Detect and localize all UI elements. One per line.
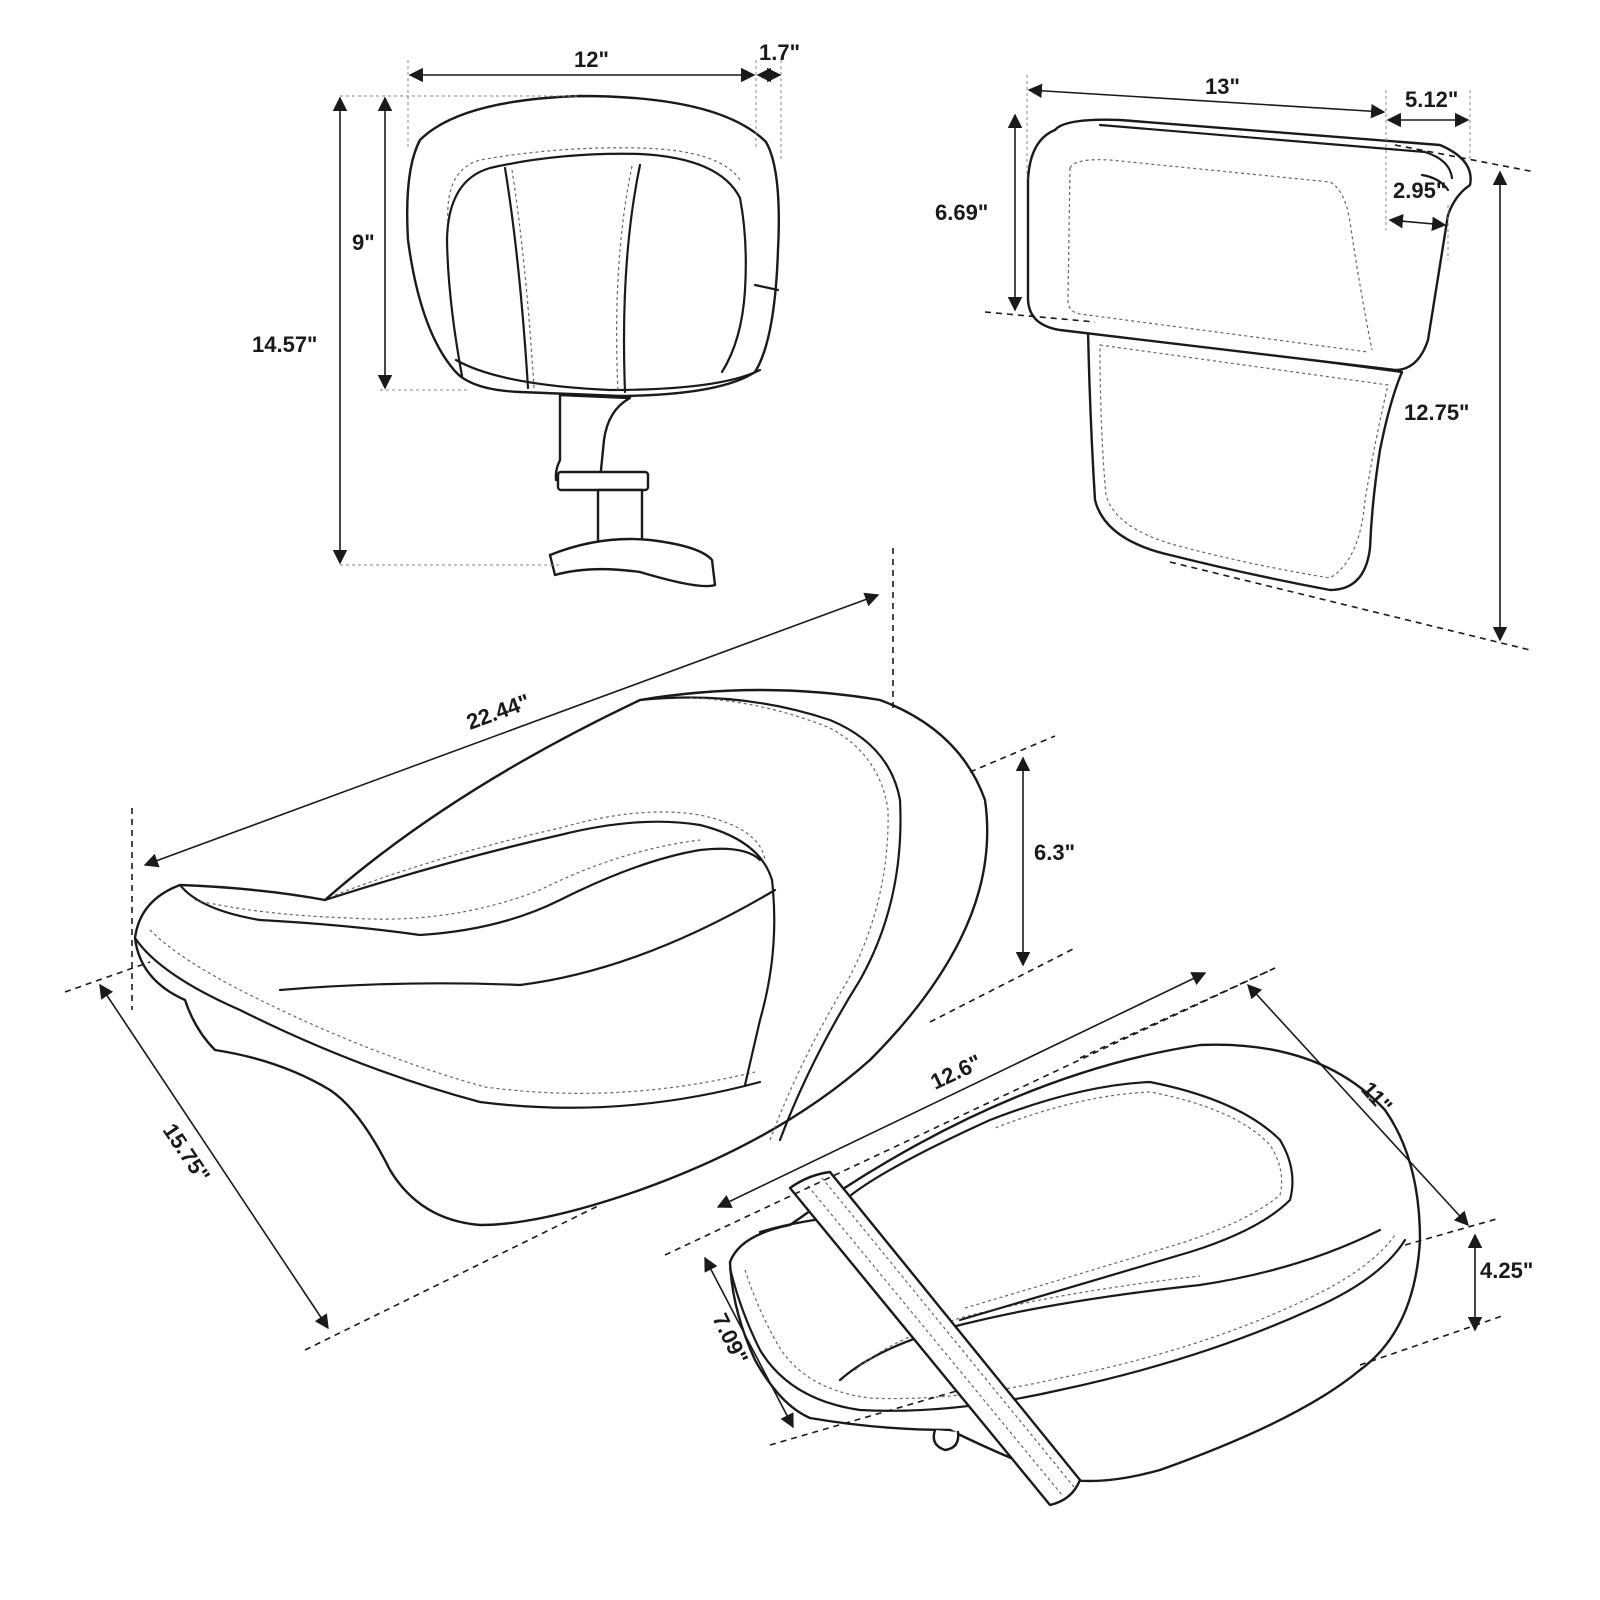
driver-seat-body: [133, 688, 989, 1227]
driver-seat-width-label: 15.75": [158, 1119, 215, 1187]
passenger-backrest-lower: [1086, 328, 1404, 592]
backrest-clamp: [556, 470, 650, 492]
backrest-dimensions: 12" 1.7" 9" 14.57": [252, 40, 800, 566]
backrest-pad: [406, 94, 780, 398]
backrest-pad-height-label: 9": [352, 230, 375, 255]
passenger-seat-drawing: [728, 1043, 1422, 1507]
backrest-thickness-label: 1.7": [759, 40, 800, 65]
driver-seat-length-label: 22.44": [463, 689, 533, 735]
passenger-seat-body: [728, 1043, 1422, 1483]
passenger-seat-length-label: 12.6": [927, 1049, 986, 1094]
backrest-width-label: 12": [574, 47, 609, 72]
passenger-backrest-offset-label: 2.95": [1393, 178, 1446, 203]
backrest-foot: [548, 537, 717, 588]
passenger-backrest-width-label: 13": [1205, 74, 1240, 99]
passenger-backrest-drawing: [1026, 118, 1472, 592]
passenger-backrest-dimensions: 13" 5.12" 6.69" 2.95" 12.75": [935, 74, 1536, 651]
passenger-seat-height-label: 4.25": [1480, 1258, 1533, 1283]
passenger-backrest-total-height-label: 12.75": [1404, 400, 1469, 425]
driver-backrest-drawing: [406, 94, 780, 588]
passenger-backrest-pad: [1026, 118, 1472, 372]
backrest-total-height-label: 14.57": [252, 332, 317, 357]
passenger-backrest-depth-label: 5.12": [1405, 87, 1458, 112]
driver-seat-drawing: [133, 688, 989, 1227]
passenger-backrest-height-label: 6.69": [935, 200, 988, 225]
driver-seat-height-label: 6.3": [1034, 840, 1075, 865]
backrest-upright: [554, 393, 632, 482]
